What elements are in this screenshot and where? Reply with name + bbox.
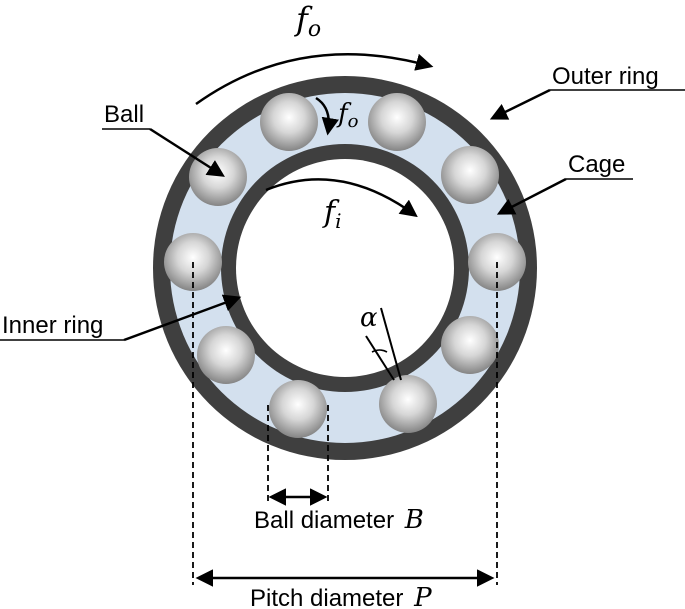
ball-spin-arrow <box>315 96 339 136</box>
contact-angle-line <box>365 335 395 381</box>
inner-ring-label: Inner ring <box>2 312 103 339</box>
inner-ring-leader <box>123 294 242 342</box>
outer-rotation-arrow <box>195 52 434 106</box>
contact-angle-label: α <box>360 303 378 333</box>
contact-angle-arc <box>371 349 388 353</box>
ball <box>260 93 318 151</box>
ball <box>441 146 499 204</box>
outer-frequency-label: fo <box>294 0 321 42</box>
cage-leader <box>496 177 567 215</box>
cage-label: Cage <box>568 151 625 178</box>
bore <box>236 159 454 377</box>
ball-leader <box>149 127 225 177</box>
outer-ring-label: Outer ring <box>552 63 659 90</box>
inner-rotation-arrow <box>265 178 418 218</box>
ball <box>189 148 247 206</box>
ball <box>269 380 327 438</box>
ball <box>197 326 255 384</box>
contact-angle-line <box>380 307 402 381</box>
outer-ring-leader <box>489 88 551 120</box>
ball <box>368 93 426 151</box>
ball <box>379 375 437 433</box>
pitch-diameter-label: Pitch diameter P <box>250 583 432 609</box>
ball <box>441 316 499 374</box>
ball-diameter-label: Ball diameter B <box>254 505 424 535</box>
ball-label: Ball <box>104 101 144 128</box>
